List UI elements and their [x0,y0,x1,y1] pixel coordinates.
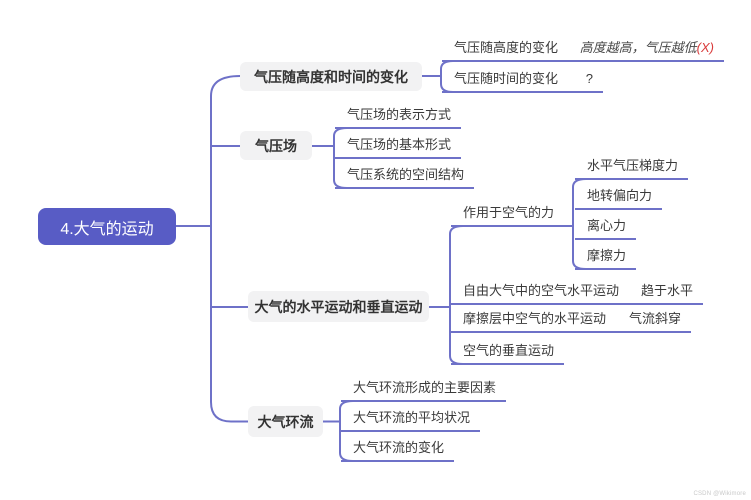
leaf-label: 自由大气中的空气水平运动 [463,283,620,298]
wrong-mark: (X) [696,40,714,55]
leaf-label: 气压系统的空间结构 [347,167,465,182]
watermark: CSDN @Wikimore [693,491,746,497]
leaf-node-coriolis-force: 地转偏向力 [575,188,663,210]
leaf-node-centrifugal-force: 离心力 [575,218,637,240]
leaf-annotation: ? [585,71,593,86]
leaf-label: 气压随高度的变化 [454,40,559,55]
leaf-annotation: 高度越高，气压越低(X) [579,40,714,55]
branch-node-pressure-change: 气压随高度和时间的变化 [240,62,422,91]
leaf-label: 气压场的表示方式 [347,107,452,122]
branch-node-horizontal-vertical-motion: 大气的水平运动和垂直运动 [248,291,429,322]
trunk-line [210,75,249,423]
leaf-node-circulation-variation: 大气环流的变化 [341,440,455,462]
leaf-node-friction-layer-motion: 摩擦层中空气的水平运动 气流斜穿 [451,311,691,333]
leaf-node-pressure-vs-height: 气压随高度的变化 高度越高，气压越低(X) [442,40,724,62]
leaf-node-circulation-factors: 大气环流形成的主要因素 [341,380,507,402]
leaf-node-forces-on-air: 作用于空气的力 [451,205,574,227]
leaf-label: 空气的垂直运动 [463,343,555,358]
leaf-node-vertical-air-motion: 空气的垂直运动 [451,343,565,365]
leaf-node-field-basic-forms: 气压场的基本形式 [335,137,462,159]
branch-node-pressure-field: 气压场 [240,131,312,160]
leaf-label: 大气环流的平均状况 [353,410,471,425]
leaf-label: 大气环流形成的主要因素 [353,380,497,395]
leaf-label: 摩擦力 [587,248,627,263]
root-node: 4.大气的运动 [38,208,176,245]
leaf-label: 地转偏向力 [587,188,653,203]
branch-node-circulation: 大气环流 [248,406,323,437]
leaf-annotation: 气流斜穿 [628,311,681,326]
leaf-label: 气压随时间的变化 [454,71,559,86]
leaf-label: 水平气压梯度力 [587,158,679,173]
leaf-label: 摩擦层中空气的水平运动 [463,311,607,326]
leaf-node-field-spatial-structure: 气压系统的空间结构 [335,167,475,189]
leaf-node-pressure-gradient-force: 水平气压梯度力 [575,158,689,180]
leaf-node-field-representation: 气压场的表示方式 [335,107,462,129]
leaf-node-free-atmosphere-motion: 自由大气中的空气水平运动 趋于水平 [451,283,703,305]
leaf-node-circulation-average: 大气环流的平均状况 [341,410,481,432]
leaf-node-pressure-vs-time: 气压随时间的变化 ? [442,71,603,93]
leaf-node-friction-force: 摩擦力 [575,248,637,270]
leaf-label: 离心力 [587,218,627,233]
leaf-label: 作用于空气的力 [463,205,555,220]
leaf-label: 大气环流的变化 [353,440,445,455]
leaf-annotation: 趋于水平 [640,283,693,298]
leaf-label: 气压场的基本形式 [347,137,452,152]
